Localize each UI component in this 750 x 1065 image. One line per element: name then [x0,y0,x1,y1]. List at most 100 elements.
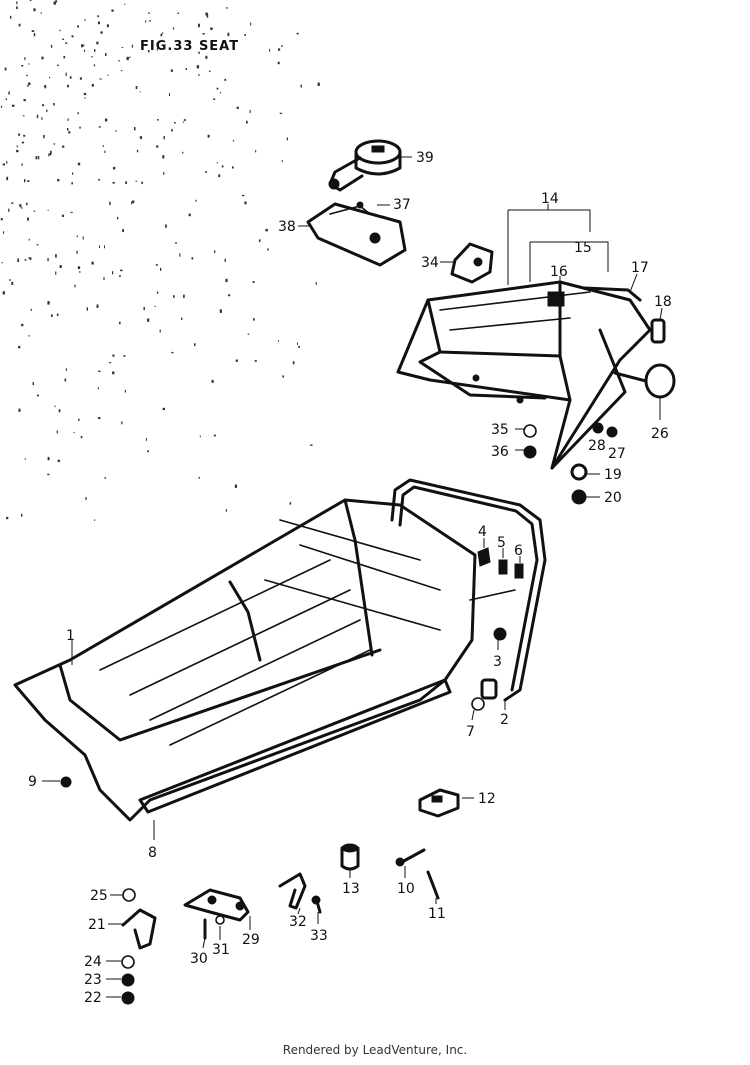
scan-speck [0,218,3,221]
scan-speck [214,250,216,254]
callout-12: 12 [478,791,496,807]
scan-speck [169,93,170,96]
callout-32: 32 [289,914,307,930]
scan-speck [3,231,5,234]
scan-speck [194,343,196,347]
scan-speck [55,254,57,258]
footer-credit: Rendered by LeadVenture, Inc. [283,1043,467,1057]
callout-13: 13 [342,881,360,897]
scan-speck [244,34,246,36]
scan-speck [96,41,99,45]
scan-speck [98,21,100,25]
scan-speck [103,277,105,280]
scan-speck [93,64,96,67]
scan-speck [147,318,150,322]
scan-noise [0,0,320,521]
scan-speck [147,50,150,53]
scan-speck [43,134,45,139]
scan-speck [105,53,107,56]
part-bracket-34 [450,242,494,284]
scan-speck [36,114,39,119]
scan-speck [18,133,20,136]
scan-speck [97,387,99,390]
scan-speck [23,99,26,102]
scan-speck [109,201,111,206]
scan-speck [196,65,200,69]
scan-speck [67,84,69,88]
scan-speck [181,317,183,320]
scan-speck [141,181,143,185]
scan-speck [112,271,114,275]
scan-speck [57,459,60,463]
part-bracket-32-33 [278,872,322,914]
scan-speck [100,31,103,34]
callout-30: 30 [190,951,208,967]
scan-speck [135,180,138,182]
scan-speck [224,78,227,81]
scan-speck [55,0,58,3]
scan-speck [58,409,61,413]
scan-speck [265,228,268,232]
callout-19: 19 [604,467,622,483]
scan-speck [173,295,175,298]
scan-speck [286,137,288,141]
scan-speck [131,44,134,48]
scan-speck [198,23,200,28]
scan-speck [78,271,81,273]
scan-speck [104,477,107,479]
scan-speck [112,354,115,357]
scan-speck [23,134,26,137]
scan-speck [281,160,283,163]
scan-speck [106,24,109,28]
callout-27: 27 [608,446,626,462]
scan-speck [6,176,9,181]
scan-speck [50,150,52,154]
scan-speck [163,171,165,175]
callout-26: 26 [651,426,669,442]
scan-speck [159,329,161,333]
scan-speck [177,12,179,14]
scan-speck [65,368,67,371]
scan-speck [98,370,101,372]
callout-16: 16 [550,264,568,280]
scan-speck [73,431,75,434]
part-lock-plate [306,201,407,267]
scan-speck [154,305,156,307]
scan-speck [65,72,67,76]
scan-speck [162,407,165,411]
scan-speck [42,104,44,107]
scan-speck [267,248,269,251]
scan-speck [28,63,30,65]
scan-speck [112,166,116,170]
scan-speck [225,278,228,283]
scan-speck [83,92,87,96]
scan-speck [26,202,28,206]
scan-speck [98,178,100,181]
scan-speck [143,306,145,311]
scan-speck [86,307,88,311]
scan-speck [206,14,209,18]
scan-speck [6,161,8,164]
scan-speck [148,12,150,14]
scan-speck [65,42,68,44]
scan-speck [82,236,84,240]
scan-speck [2,163,5,166]
scan-speck [116,217,119,220]
scan-speck [99,78,102,80]
callout-17: 17 [631,260,649,276]
callout-11: 11 [428,906,446,922]
callout-14: 14 [541,191,559,207]
scan-speck [47,301,50,305]
scan-speck [67,118,69,121]
callout-35: 35 [491,422,509,438]
callout-21: 21 [88,917,106,933]
callout-36: 36 [491,444,509,460]
scan-speck [26,74,28,77]
scan-speck [174,242,177,244]
scan-speck [41,56,44,60]
scan-speck [315,282,317,285]
scan-speck [119,321,121,325]
scan-speck [277,61,280,65]
scan-speck [36,244,39,246]
scan-speck [132,200,135,204]
